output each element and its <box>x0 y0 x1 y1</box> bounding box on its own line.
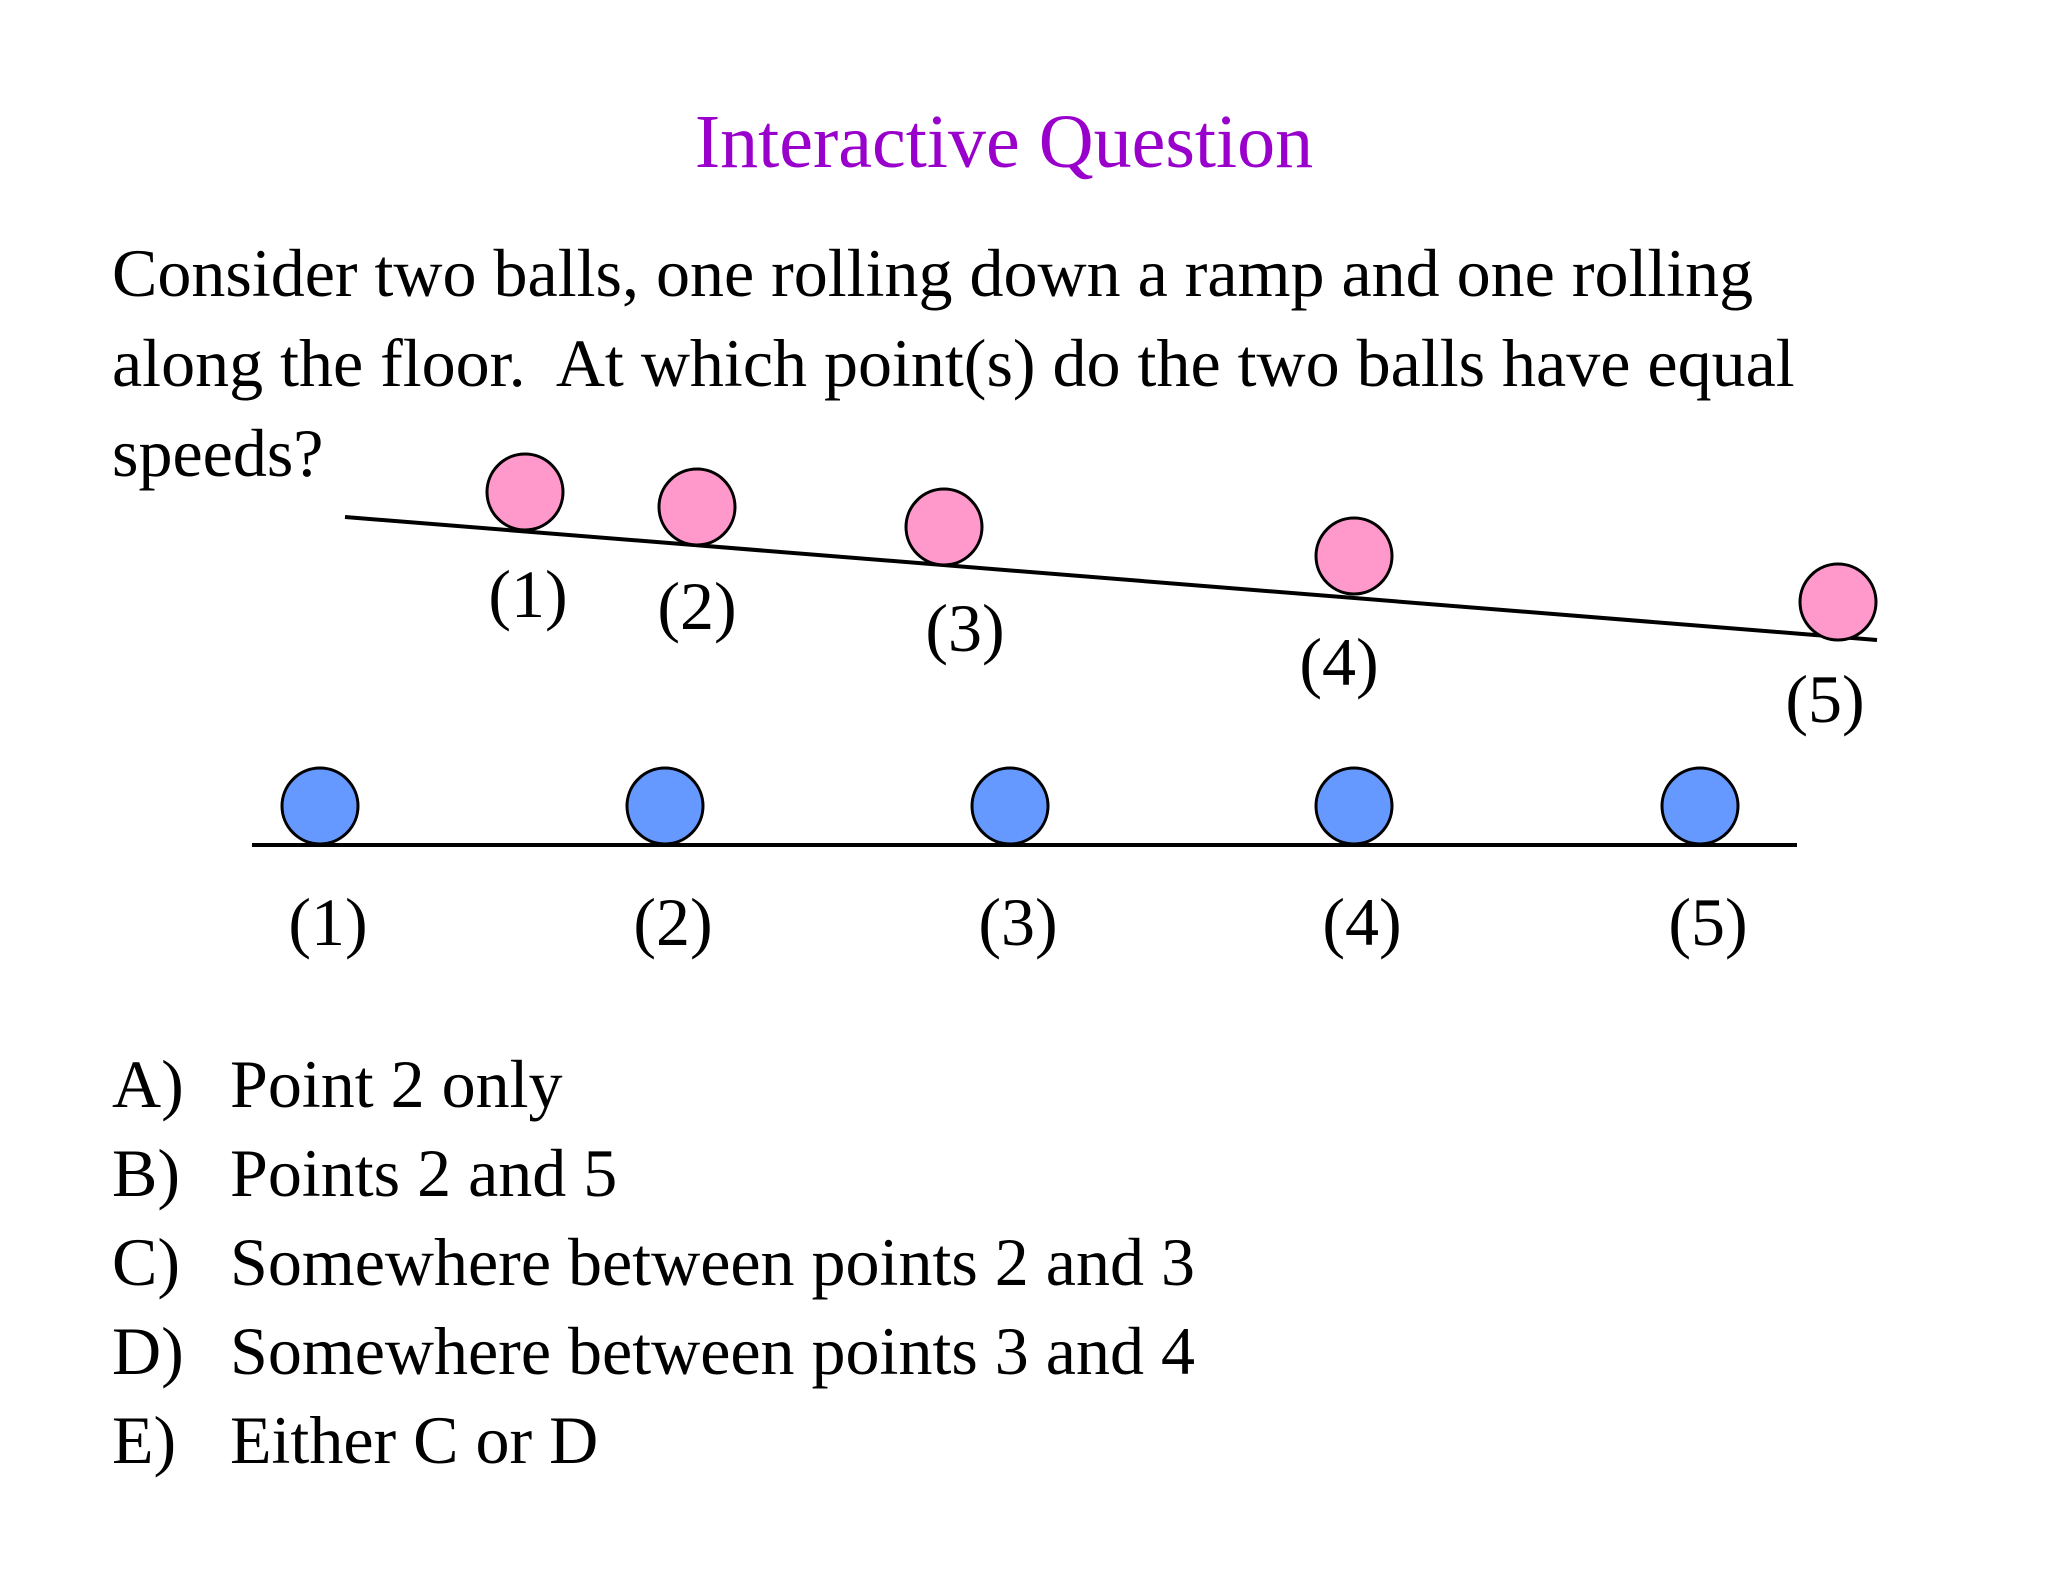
slide-title: Interactive Question <box>694 100 1314 184</box>
option-text: Either C or D <box>230 1402 599 1478</box>
ramp-ball-4 <box>1314 516 1394 596</box>
ramp-ball-2 <box>657 467 737 547</box>
floor-ball-3 <box>970 766 1050 846</box>
option-text: Somewhere between points 2 and 3 <box>230 1224 1195 1300</box>
option-text: Somewhere between points 3 and 4 <box>230 1313 1195 1389</box>
question-text: Consider two balls, one rolling down a r… <box>112 228 2012 498</box>
floor-label-2: (2) <box>633 884 712 960</box>
option-letter: D) <box>112 1313 184 1389</box>
ramp-label-1: (1) <box>488 556 567 632</box>
ramp-label-2: (2) <box>657 568 736 644</box>
option-text: Point 2 only <box>230 1046 563 1122</box>
floor-ball-4 <box>1314 766 1394 846</box>
ramp-ball-5 <box>1798 562 1878 642</box>
option-letter: C) <box>112 1224 180 1300</box>
floor-ball-2 <box>625 766 705 846</box>
ramp-ball-1 <box>485 452 565 532</box>
option-c[interactable]: C) Somewhere between points 2 and 3 <box>112 1218 1195 1307</box>
option-d[interactable]: D) Somewhere between points 3 and 4 <box>112 1307 1195 1396</box>
option-e[interactable]: E) Either C or D <box>112 1396 1195 1485</box>
ramp-line <box>344 515 1878 642</box>
option-b[interactable]: B) Points 2 and 5 <box>112 1129 1195 1218</box>
ramp-label-5: (5) <box>1785 661 1864 737</box>
floor-ball-1 <box>280 766 360 846</box>
floor-ball-5 <box>1660 766 1740 846</box>
ramp-ball-3 <box>904 487 984 567</box>
answer-options: A) Point 2 only B) Points 2 and 5 C) Somewh… <box>112 1040 1195 1485</box>
question-line: along the floor. At which point(s) do th… <box>112 325 1795 401</box>
floor-label-3: (3) <box>978 884 1057 960</box>
question-line: speeds? <box>112 415 324 491</box>
option-letter: B) <box>112 1135 180 1211</box>
option-text: Points 2 and 5 <box>230 1135 618 1211</box>
option-letter: E) <box>112 1402 177 1478</box>
question-line: Consider two balls, one rolling down a r… <box>112 235 1754 311</box>
option-letter: A) <box>112 1046 184 1122</box>
floor-label-5: (5) <box>1668 884 1747 960</box>
ramp-label-3: (3) <box>925 590 1004 666</box>
floor-label-4: (4) <box>1322 884 1401 960</box>
floor-label-1: (1) <box>288 884 367 960</box>
ramp-label-4: (4) <box>1299 624 1378 700</box>
option-a[interactable]: A) Point 2 only <box>112 1040 1195 1129</box>
